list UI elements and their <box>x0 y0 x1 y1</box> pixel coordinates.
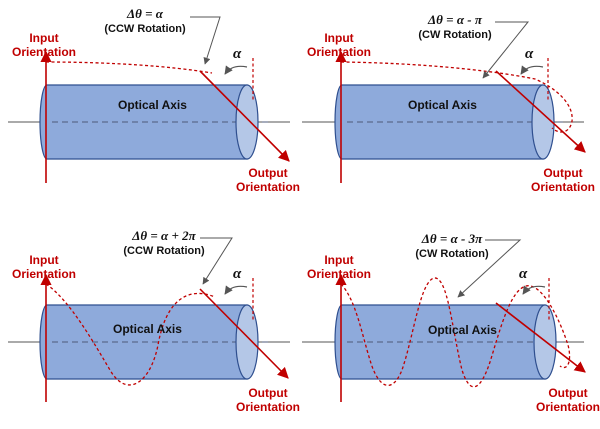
callout-leader <box>457 239 522 298</box>
alpha-arc-arrow <box>224 285 248 295</box>
optical-axis-label: Optical Axis <box>118 98 187 112</box>
alpha-arc-arrow <box>224 65 248 75</box>
output-orientation-label-line2: Orientation <box>531 180 595 194</box>
output-orientation-label-line1: Output <box>543 166 582 180</box>
output-orientation-label-line2: Orientation <box>236 180 300 194</box>
optical-axis-label: Optical Axis <box>428 323 497 337</box>
output-orientation-label-line2: Orientation <box>536 400 600 414</box>
alpha-arc-arrow <box>520 65 544 75</box>
optical-axis-label: Optical Axis <box>408 98 477 112</box>
cylinder-end-face <box>531 84 555 160</box>
output-orientation-label-line2: Orientation <box>236 400 300 414</box>
output-orientation-arrow <box>495 70 586 153</box>
input-orientation-label-line2: Orientation <box>12 267 76 281</box>
input-orientation-label-line2: Orientation <box>307 267 371 281</box>
rotation-direction: (CCW Rotation) <box>123 245 205 257</box>
panel-4: α Δθ = α - 3π (CW Rotation) Optical Axis… <box>302 231 600 414</box>
delta-theta-equation: Δθ = α - π <box>427 12 483 27</box>
output-orientation-label-line1: Output <box>548 386 587 400</box>
output-orientation-arrow <box>495 302 586 373</box>
delta-theta-equation: Δθ = α <box>126 6 164 21</box>
rotation-trace <box>340 277 571 388</box>
alpha-symbol: α <box>233 46 242 62</box>
panel-2: α Δθ = α - π (CW Rotation) Optical Axis … <box>302 12 595 194</box>
rotation-direction: (CW Rotation) <box>415 248 489 260</box>
alpha-arc-arrow <box>522 285 546 295</box>
callout-leader <box>200 237 233 285</box>
rotation-trace <box>45 283 216 386</box>
output-orientation-arrow <box>199 70 290 162</box>
callout-leader <box>190 16 221 65</box>
rotation-direction: (CW Rotation) <box>418 29 492 41</box>
input-orientation-label-line1: Input <box>29 253 58 267</box>
optical-axis-label: Optical Axis <box>113 322 182 336</box>
rotation-trace <box>340 61 573 133</box>
input-orientation-label-line2: Orientation <box>12 45 76 59</box>
callout-leader <box>482 21 530 79</box>
output-orientation-label-line1: Output <box>248 166 287 180</box>
output-orientation-arrow <box>199 288 289 379</box>
panel-3: α Δθ = α + 2π (CCW Rotation) Optical Axi… <box>8 228 300 414</box>
delta-theta-equation: Δθ = α + 2π <box>131 228 196 243</box>
delta-theta-equation: Δθ = α - 3π <box>421 231 483 246</box>
alpha-symbol: α <box>525 46 534 62</box>
alpha-symbol: α <box>519 266 528 282</box>
rotation-trace <box>45 61 213 74</box>
input-orientation-label-line1: Input <box>29 31 58 45</box>
output-orientation-label-line1: Output <box>248 386 287 400</box>
input-orientation-label-line1: Input <box>324 31 353 45</box>
cylinder-end-face <box>235 304 259 380</box>
cylinder-end-face <box>235 84 259 160</box>
panel-1: α Δθ = α (CCW Rotation) Optical Axis Inp… <box>8 6 300 194</box>
input-orientation-label-line2: Orientation <box>307 45 371 59</box>
rotation-direction: (CCW Rotation) <box>104 23 186 35</box>
alpha-symbol: α <box>233 266 242 282</box>
input-orientation-label-line1: Input <box>324 253 353 267</box>
